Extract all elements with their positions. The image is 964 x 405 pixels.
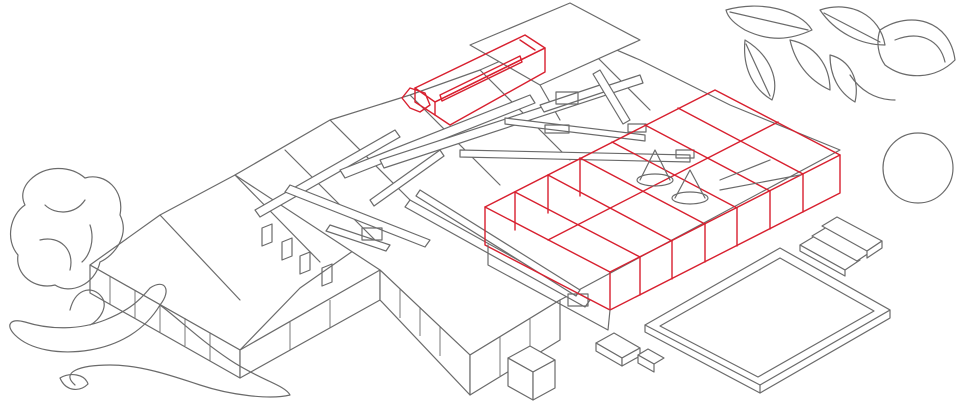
left-wing-ridge-2 xyxy=(234,174,321,263)
crumpled-leaf xyxy=(9,167,124,290)
central-side-wall xyxy=(469,299,561,396)
left-wing-ridge-1 xyxy=(159,214,241,301)
twisted-ribbon xyxy=(9,283,291,398)
greenhouse-interior xyxy=(487,149,801,331)
pond-basin xyxy=(644,247,891,394)
loading-crates xyxy=(799,216,883,277)
left-wing-wall-panels xyxy=(109,276,331,361)
skylight-windows xyxy=(261,223,333,287)
utility-boxes xyxy=(507,332,665,401)
leaf-cluster xyxy=(725,5,956,103)
ribbon-knot xyxy=(59,374,89,390)
sphere xyxy=(882,132,954,204)
central-wall-panels xyxy=(399,289,531,376)
duct-network xyxy=(254,69,691,308)
rooftop-tank-module xyxy=(401,34,546,126)
duct-joints xyxy=(361,91,695,307)
